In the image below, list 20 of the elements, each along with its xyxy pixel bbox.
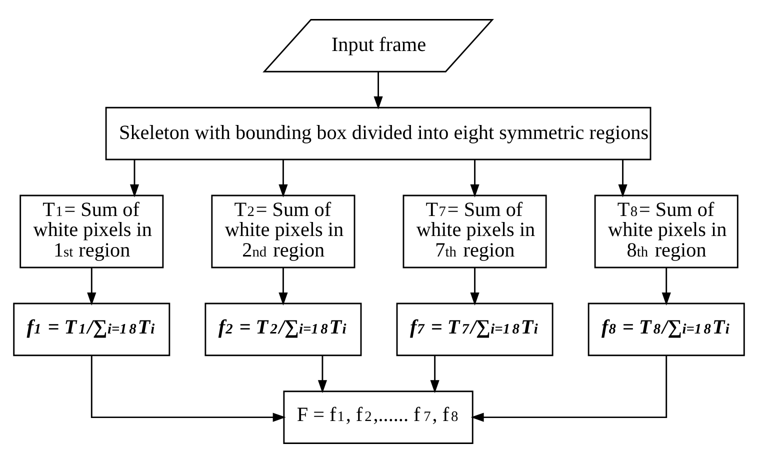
arrow (278, 268, 288, 306)
arrow (87, 268, 96, 306)
arrow (470, 356, 668, 422)
node-box: f2 = T2/∑i=18Ti (204, 302, 362, 356)
arrow (470, 160, 480, 198)
node-box: T1= Sum of white pixels in 1st region (20, 194, 164, 268)
arrow (662, 268, 671, 306)
arrow (318, 356, 328, 394)
node-box: T2= Sum of white pixels in 2nd region (211, 194, 356, 268)
arrow (90, 356, 286, 422)
arrow (374, 72, 383, 110)
arrow (278, 160, 288, 198)
node-box: T7= Sum of white pixels in 7th region (402, 194, 547, 268)
arrow (470, 268, 480, 306)
arrow (430, 356, 440, 394)
node-box: Skeleton with bounding box divided into eight symmetric regions (105, 106, 652, 160)
arrow (618, 160, 628, 198)
arrow (130, 160, 140, 198)
node-box: T8= Sum of white pixels in 8th region (594, 194, 738, 268)
node-box: f1 = T1/∑i=18Ti (13, 302, 170, 356)
